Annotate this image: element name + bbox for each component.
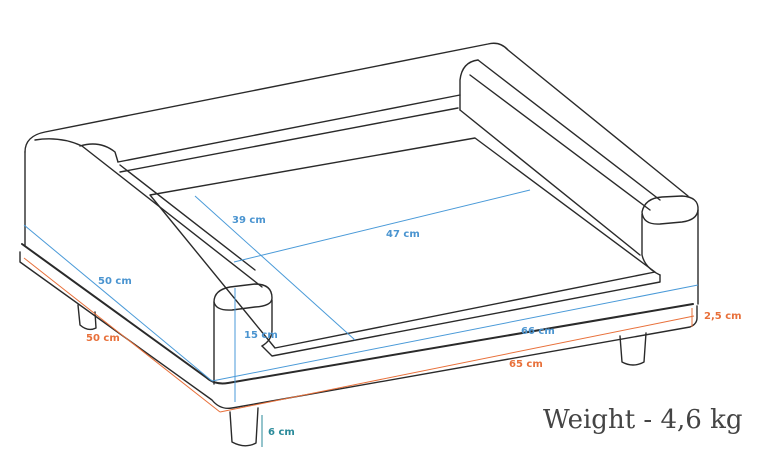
label-base-thickness: 2,5 cm xyxy=(704,311,742,322)
back-inner-rim xyxy=(117,94,461,173)
seat-cushion-edge xyxy=(261,274,661,357)
right-arm-back-cap xyxy=(459,59,479,111)
right-arm-top xyxy=(469,59,661,211)
dim-line-65cm xyxy=(219,315,695,413)
leg-back-right xyxy=(619,332,647,366)
left-arm-inner xyxy=(79,143,256,271)
left-arm-front-cap xyxy=(213,283,273,311)
label-inner-depth: 39 cm xyxy=(232,215,266,226)
right-arm-inner xyxy=(459,109,641,256)
leg-back-left xyxy=(77,304,97,331)
dim-line-50cm-base xyxy=(23,257,221,413)
label-arm-height: 15 cm xyxy=(244,330,278,341)
right-arm-front-face xyxy=(641,209,699,305)
label-base-width: 65 cm xyxy=(509,359,543,370)
weight-label: Weight - 4,6 kg xyxy=(543,405,743,435)
dim-line-47cm xyxy=(233,189,531,263)
label-front-width: 66 cm xyxy=(521,326,555,337)
left-arm-top xyxy=(34,138,263,288)
leg-front xyxy=(229,407,259,447)
label-inner-width: 47 cm xyxy=(386,229,420,240)
dim-line-50cm-side xyxy=(23,224,213,382)
label-leg-height: 6 cm xyxy=(268,427,295,438)
base-plate xyxy=(19,251,698,410)
seat-cushion xyxy=(149,137,656,349)
outer-top-back xyxy=(24,42,689,197)
dim-line-39cm xyxy=(194,195,356,341)
label-side-depth: 50 cm xyxy=(98,276,132,287)
base-top-edge xyxy=(21,243,694,385)
dim-line-66cm xyxy=(211,284,699,382)
label-base-depth: 50 cm xyxy=(86,333,120,344)
left-arm-front-face xyxy=(213,299,273,385)
